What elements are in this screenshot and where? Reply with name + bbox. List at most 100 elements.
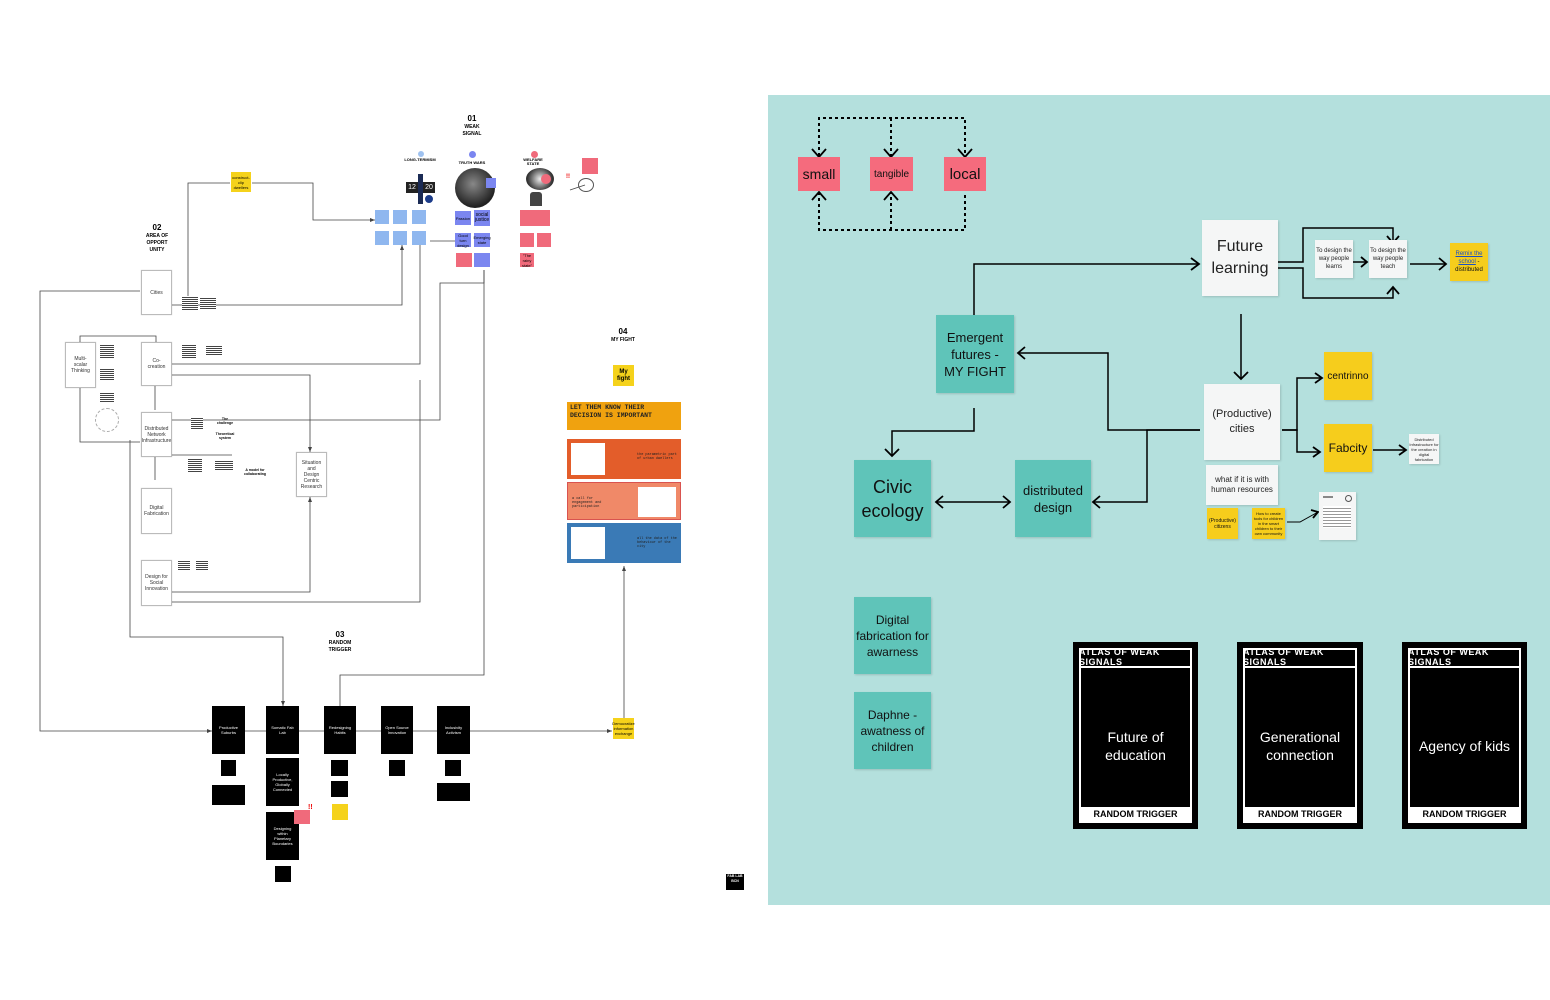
truth-pink-sticky[interactable] <box>456 253 472 267</box>
reference-document-thumbnail[interactable] <box>1319 492 1356 540</box>
social-justice-sticky[interactable]: social justice <box>474 210 490 226</box>
long-termism-sticky-6[interactable] <box>412 231 426 245</box>
co-creation-note-text-2 <box>206 345 222 355</box>
section-04-title: MY FIGHT <box>611 337 635 343</box>
alert-marker-icon-2: !! <box>308 804 313 811</box>
cities-note-text <box>182 296 198 310</box>
slide-1-chart <box>571 443 605 475</box>
long-termism-sticky-4[interactable] <box>375 231 389 245</box>
welfare-sticky-3[interactable] <box>537 233 551 247</box>
long-termism-sticky-3[interactable] <box>412 210 426 224</box>
clock-circle-image <box>424 194 434 204</box>
inclusivity-note-2 <box>437 783 470 801</box>
signal-label-truth-wars: TRUTH WARS <box>458 160 486 165</box>
atlas-card-header: ATLAS OF WEAK SIGNALS <box>1408 647 1521 668</box>
long-termism-sticky-5[interactable] <box>393 231 407 245</box>
good-turn-design-sticky[interactable]: Good turn design <box>455 233 471 248</box>
welfare-side-sticky[interactable] <box>582 158 598 174</box>
long-termism-sticky-1[interactable] <box>375 210 389 224</box>
trigger-card-somatic-fab-lab[interactable]: Somatic Fab Lab <box>266 706 299 754</box>
welfare-state-dot <box>531 151 538 158</box>
atlas-card-footer: RANDOM TRIGGER <box>1081 807 1190 821</box>
social-innovation-note-1 <box>178 560 190 570</box>
remix-school-link[interactable]: Remix the school <box>1455 251 1483 265</box>
fab-lab-logo: FAB LAB BCN <box>726 874 744 890</box>
doc-line <box>1323 496 1333 498</box>
truth-purple-sticky[interactable] <box>474 253 490 267</box>
truth-wars-dot <box>469 151 476 158</box>
welfare-sticky-1[interactable] <box>520 210 550 226</box>
trigger-card-redesigning-habits[interactable]: Redesigning Habits <box>324 706 356 754</box>
emergent-futures-box[interactable]: Emergent futures - MY FIGHT <box>936 315 1014 393</box>
trigger-card-open-source[interactable]: Open Source Innovation <box>381 706 413 754</box>
slide-2[interactable]: a call for engagement and participation <box>567 482 681 520</box>
productive-citizens-sticky[interactable]: (Productive) citizens <box>1207 508 1238 539</box>
multi-scalar-note-1 <box>100 344 114 358</box>
suburbs-note-2 <box>212 785 245 805</box>
civic-ecology-box[interactable]: Civic ecology <box>854 460 931 537</box>
atlas-card-generational[interactable]: ATLAS OF WEAK SIGNALS Generational conne… <box>1237 642 1363 829</box>
social-innovation-note-2 <box>196 560 208 570</box>
network-note-3 <box>215 460 233 470</box>
centrinno-sticky[interactable]: centrinno <box>1324 352 1372 400</box>
planetary-note <box>275 866 291 882</box>
trigger-card-productive-suburbs[interactable]: Productive Suburbs <box>212 706 245 754</box>
emerging-state-sticky[interactable]: Emerging state <box>473 233 491 247</box>
area-card-situation-design[interactable]: Situation and Design Centric Research <box>296 452 327 497</box>
atlas-card-agency-kids[interactable]: ATLAS OF WEAK SIGNALS Agency of kids RAN… <box>1402 642 1527 829</box>
network-note-1 <box>191 417 203 429</box>
network-challenge-label: The challenge <box>216 417 234 425</box>
doc-text-block <box>1323 506 1351 528</box>
section-03-title: RANDOM TRIGGER <box>328 640 352 653</box>
multi-scalar-note-3 <box>100 392 114 402</box>
trigger-card-inclusivity[interactable]: Inclusivity Activism <box>437 706 470 754</box>
network-model-label: A model for collaborating <box>244 468 266 476</box>
trigger-card-locally-productive[interactable]: Locally Productive, Globally Connected <box>266 758 299 806</box>
truth-wars-note-sticky[interactable] <box>486 178 496 188</box>
design-teach-note[interactable]: To design the way people teach <box>1369 240 1407 278</box>
slide-1[interactable]: the parametric part of urban dwellers <box>567 439 681 479</box>
area-card-multi-scalar[interactable]: Multi-scalar Thinking <box>65 342 96 388</box>
kids-tools-sticky[interactable]: How to create tools for children in the … <box>1252 508 1285 539</box>
habits-yellow-sticky[interactable] <box>332 804 348 820</box>
construct-clip-dwellers-sticky[interactable]: construct-clip dwellers <box>231 172 251 192</box>
democratize-info-sticky[interactable]: Democratize information exchange <box>612 718 635 739</box>
my-fight-sticky[interactable]: My fight <box>613 365 634 386</box>
section-01-number: 01 <box>467 114 477 123</box>
area-card-distributed-network[interactable]: Distributed Network Infrastructure <box>141 412 172 457</box>
design-learn-note[interactable]: To design the way people learns <box>1315 240 1353 278</box>
long-termism-sticky-2[interactable] <box>393 210 407 224</box>
distributed-infra-note[interactable]: Distributed Infrastructure for the creat… <box>1409 434 1439 464</box>
atlas-card-title: Agency of kids <box>1418 737 1511 754</box>
suburbs-note <box>221 760 236 776</box>
area-card-co-creation[interactable]: Co-creation <box>141 342 172 386</box>
future-learning-box[interactable]: Future learning <box>1202 220 1278 296</box>
remix-school-note[interactable]: Remix the school - distributed <box>1450 243 1488 281</box>
tangible-box[interactable]: tangible <box>870 157 913 191</box>
local-box[interactable]: local <box>944 157 986 191</box>
clock-stand-image <box>418 174 423 204</box>
atlas-card-header: ATLAS OF WEAK SIGNALS <box>1079 647 1192 668</box>
digital-fabrication-box[interactable]: Digital fabrication for awarness <box>854 597 931 674</box>
atlas-card-footer: RANDOM TRIGGER <box>1245 807 1355 821</box>
trigger-card-planetary-boundaries[interactable]: Designing within Planetary Boundaries <box>266 812 299 860</box>
productive-cities-box[interactable]: (Productive) cities <box>1204 384 1280 460</box>
daphne-box[interactable]: Daphne - awatness of children <box>854 692 931 769</box>
fabcity-sticky[interactable]: Fabcity <box>1324 424 1372 472</box>
human-resources-note[interactable]: what if it is with human resources <box>1206 465 1278 505</box>
welfare-sticky-2[interactable] <box>520 233 534 247</box>
planetary-pink-sticky[interactable] <box>294 810 310 824</box>
slide-3[interactable]: all the data of the behaviour of the cit… <box>567 523 681 563</box>
distributed-design-box[interactable]: distributed design <box>1015 460 1091 537</box>
atlas-card-future-education[interactable]: ATLAS OF WEAK SIGNALS Future of educatio… <box>1073 642 1198 829</box>
rainy-state-sticky[interactable]: "The rainy state" <box>520 252 534 268</box>
area-card-cities[interactable]: Cities <box>141 270 172 315</box>
loop-arrow-icon <box>578 178 594 192</box>
area-card-digital-fabrication[interactable]: Digital Fabrication <box>141 488 172 534</box>
long-termism-dot <box>418 151 424 157</box>
section-01-title: WEAK SIGNAL <box>462 124 482 137</box>
small-box[interactable]: small <box>798 157 840 191</box>
clock-hours: 12 <box>406 182 418 193</box>
passion-sticky[interactable]: Passion <box>455 211 471 225</box>
area-card-design-social-innovation[interactable]: Design for Social Innovation <box>141 560 172 606</box>
